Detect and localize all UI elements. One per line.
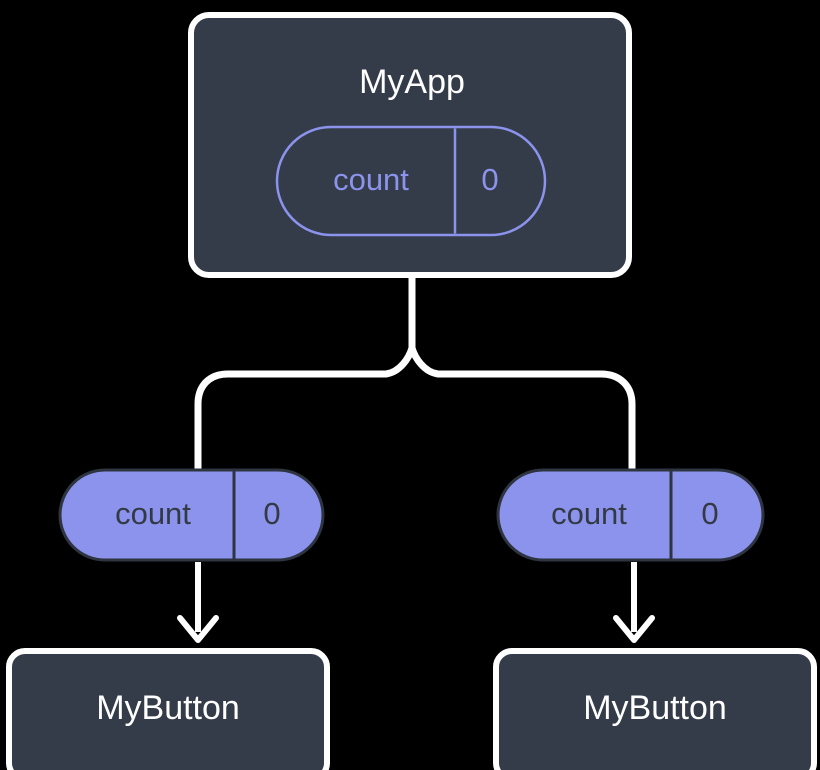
node-mybutton-right-label: MyButton [583, 689, 727, 727]
node-mybutton-left-box [6, 648, 330, 770]
state-capsule-myapp-value: 0 [481, 162, 498, 197]
state-capsule-right[interactable]: count 0 [496, 468, 765, 562]
node-mybutton-right[interactable]: MyButton [493, 648, 817, 770]
state-capsule-right-key: count [551, 496, 627, 531]
node-mybutton-right-box [493, 648, 817, 770]
arrowhead-right-icon [613, 615, 655, 643]
state-capsule-left-body [58, 468, 325, 562]
arrowhead-left-icon [177, 615, 219, 643]
state-capsule-myapp-body [275, 125, 547, 237]
state-capsule-right-body [496, 468, 765, 562]
edge-fork-right [408, 346, 636, 470]
state-capsule-right-value: 0 [701, 496, 718, 531]
node-mybutton-left[interactable]: MyButton [6, 648, 330, 770]
state-capsule-myapp[interactable]: count 0 [275, 125, 547, 237]
state-capsule-left[interactable]: count 0 [58, 468, 325, 562]
node-myapp-label: MyApp [359, 63, 465, 101]
edge-fork-left [194, 346, 416, 470]
state-capsule-left-key: count [115, 496, 191, 531]
state-capsule-left-value: 0 [263, 496, 280, 531]
node-myapp-box [188, 12, 632, 278]
node-myapp[interactable]: MyApp count 0 [188, 12, 632, 278]
node-mybutton-left-label: MyButton [96, 689, 240, 727]
state-capsule-myapp-key: count [333, 162, 409, 197]
edge-group [194, 277, 636, 470]
arrow-group [177, 562, 655, 643]
